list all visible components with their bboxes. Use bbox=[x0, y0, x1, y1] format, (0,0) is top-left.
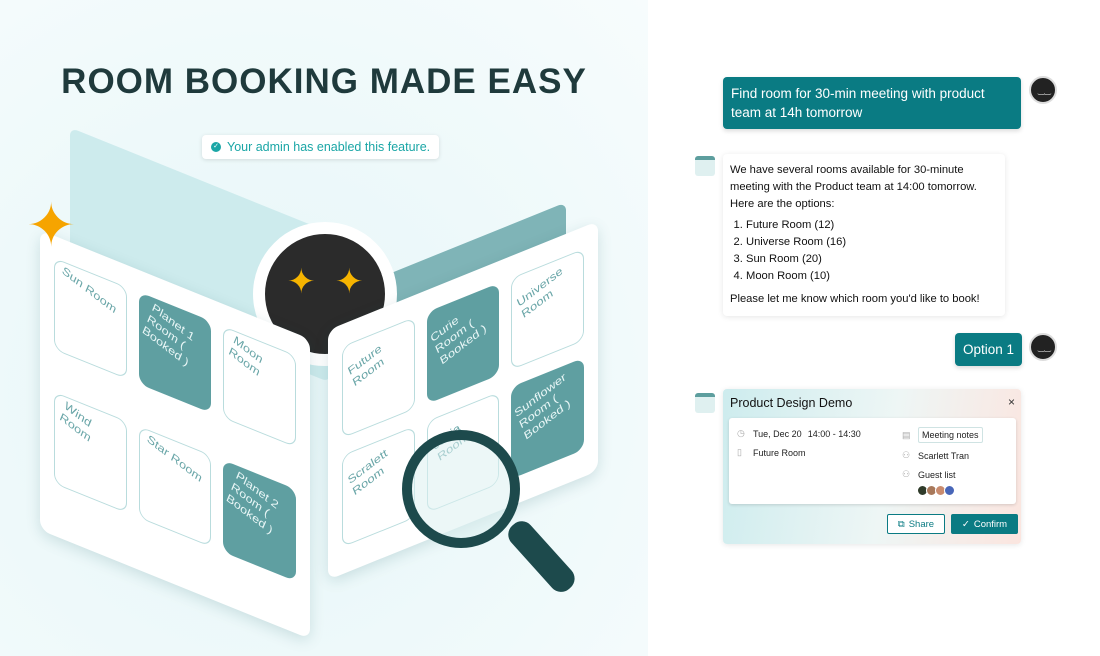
bot-outro: Please let me know which room you'd like… bbox=[730, 293, 980, 305]
bot-message: We have several rooms available for 30-m… bbox=[723, 154, 1005, 316]
room-card: Sunflower Room ( Booked ) bbox=[511, 357, 584, 479]
close-icon[interactable]: × bbox=[1007, 395, 1015, 409]
room-name: Star Room bbox=[144, 431, 204, 485]
calendar-bot-icon bbox=[695, 156, 715, 176]
room-name: Moon Room bbox=[227, 333, 266, 379]
sparkle-icon: ✦ bbox=[26, 192, 77, 259]
room: Future Room bbox=[753, 447, 806, 458]
room-name: Planet 2 Room ( Booked ) bbox=[224, 468, 281, 538]
bot-intro: We have several rooms available for 30-m… bbox=[730, 164, 977, 210]
confirm-button[interactable]: ✓Confirm bbox=[951, 514, 1018, 534]
card-title: Product Design Demo bbox=[730, 396, 853, 410]
calendar-bot-icon bbox=[695, 393, 715, 413]
room-card: Universe Room bbox=[511, 248, 584, 370]
room-card: Future Room bbox=[342, 316, 415, 439]
hero-title: ROOM BOOKING MADE EASY bbox=[61, 62, 587, 101]
clock-icon: ◷ bbox=[737, 428, 745, 438]
room-option: Moon Room (10) bbox=[746, 268, 998, 285]
room-name: Future Room bbox=[345, 341, 386, 390]
room-name: Scralett Room bbox=[345, 446, 390, 499]
share-label: Share bbox=[908, 518, 935, 530]
room-card: Sun Room bbox=[54, 257, 127, 380]
confirm-label: Confirm bbox=[973, 518, 1008, 530]
check-icon: ✓ bbox=[211, 142, 221, 152]
share-button[interactable]: ⧉Share bbox=[887, 514, 945, 534]
room-name: Universe Room bbox=[515, 264, 565, 321]
time: 14:00 - 14:30 bbox=[807, 428, 861, 439]
room-name: Wind Room bbox=[57, 398, 94, 445]
user-message-option: Option 1 bbox=[955, 333, 1023, 366]
share-icon: ⧉ bbox=[897, 518, 905, 530]
magnifier-icon bbox=[402, 430, 520, 548]
room-card: Planet 1 Room ( Booked ) bbox=[138, 291, 212, 414]
user-avatar bbox=[1029, 76, 1057, 104]
room-name: Sun Room bbox=[60, 263, 119, 317]
room-option: Universe Room (16) bbox=[746, 234, 998, 251]
room-card: Star Room bbox=[138, 425, 212, 548]
booking-card: Product Design Demo × ◷ Tue, Dec 20 14:00 … bbox=[723, 389, 1021, 544]
user-message: Find room for 30-min meeting with produc… bbox=[723, 77, 1021, 129]
user-avatar bbox=[1029, 333, 1057, 361]
people-icon: ⚇ bbox=[902, 469, 911, 479]
meeting-notes-link[interactable]: Meeting notes bbox=[918, 427, 983, 443]
guest-avatars[interactable] bbox=[917, 485, 955, 496]
guest-list-label: Guest list bbox=[918, 469, 956, 480]
room-option: Future Room (12) bbox=[746, 217, 998, 234]
room-option: Sun Room (20) bbox=[746, 251, 998, 268]
organizer: Scarlett Tran bbox=[918, 450, 970, 461]
room-card: Moon Room bbox=[223, 326, 296, 448]
badge-text: Your admin has enabled this feature. bbox=[227, 140, 431, 154]
room-name: Curie Room ( Booked ) bbox=[428, 313, 488, 368]
notes-icon: ▤ bbox=[902, 429, 911, 440]
booking-details: ◷ Tue, Dec 20 14:00 - 14:30 ▯ Future Room ▤… bbox=[729, 418, 1016, 504]
admin-enabled-badge: ✓ Your admin has enabled this feature. bbox=[202, 135, 440, 159]
date: Tue, Dec 20 bbox=[753, 428, 802, 439]
hero-illustration: ROOM BOOKING MADE EASY ✓ Your admin has e… bbox=[0, 0, 648, 656]
room-options-list: Future Room (12)Universe Room (16)Sun Ro… bbox=[730, 217, 998, 285]
person-icon: ⚇ bbox=[902, 450, 911, 460]
room-card: Wind Room bbox=[54, 391, 127, 514]
room-name: Planet 1 Room ( Booked ) bbox=[140, 300, 196, 369]
check-icon: ✓ bbox=[961, 518, 970, 530]
room-card: Planet 2 Room ( Booked ) bbox=[223, 460, 296, 582]
room-name: Sunflower Room ( Booked ) bbox=[512, 370, 573, 443]
door-icon: ▯ bbox=[737, 447, 742, 457]
room-card: Curie Room ( Booked ) bbox=[426, 282, 500, 405]
magnifier-handle bbox=[503, 516, 580, 597]
